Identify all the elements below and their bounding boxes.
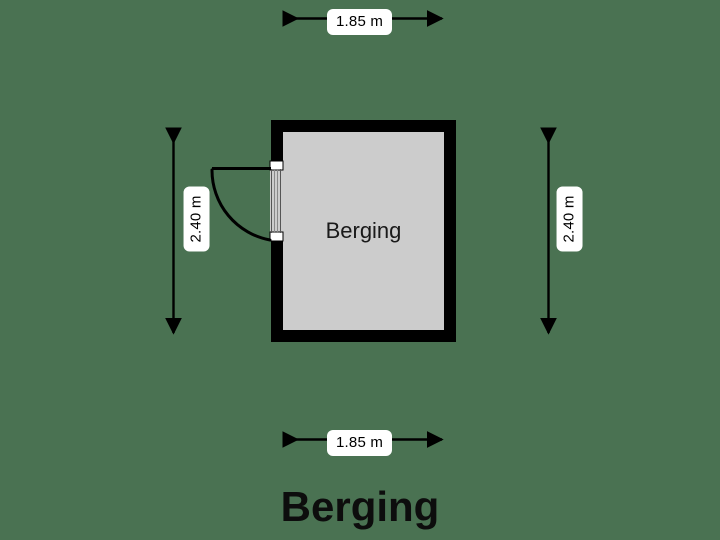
room-floor-fill: [283, 132, 444, 330]
door-opening: [270, 161, 283, 241]
dimension-label-bottom: 1.85 m: [327, 430, 393, 456]
door-jamb-top: [269, 160, 284, 171]
door-jamb-bottom: [269, 231, 284, 242]
dimension-label-left: 2.40 m: [183, 186, 210, 252]
door-assembly: [210, 160, 284, 242]
room-walls: [271, 120, 456, 342]
plan-title: Berging: [280, 483, 440, 530]
dimension-label-right: 2.40 m: [556, 186, 583, 252]
door-swing-arc: [210, 168, 272, 242]
dimension-label-top: 1.85 m: [327, 9, 393, 35]
room-label: Berging: [325, 218, 402, 243]
